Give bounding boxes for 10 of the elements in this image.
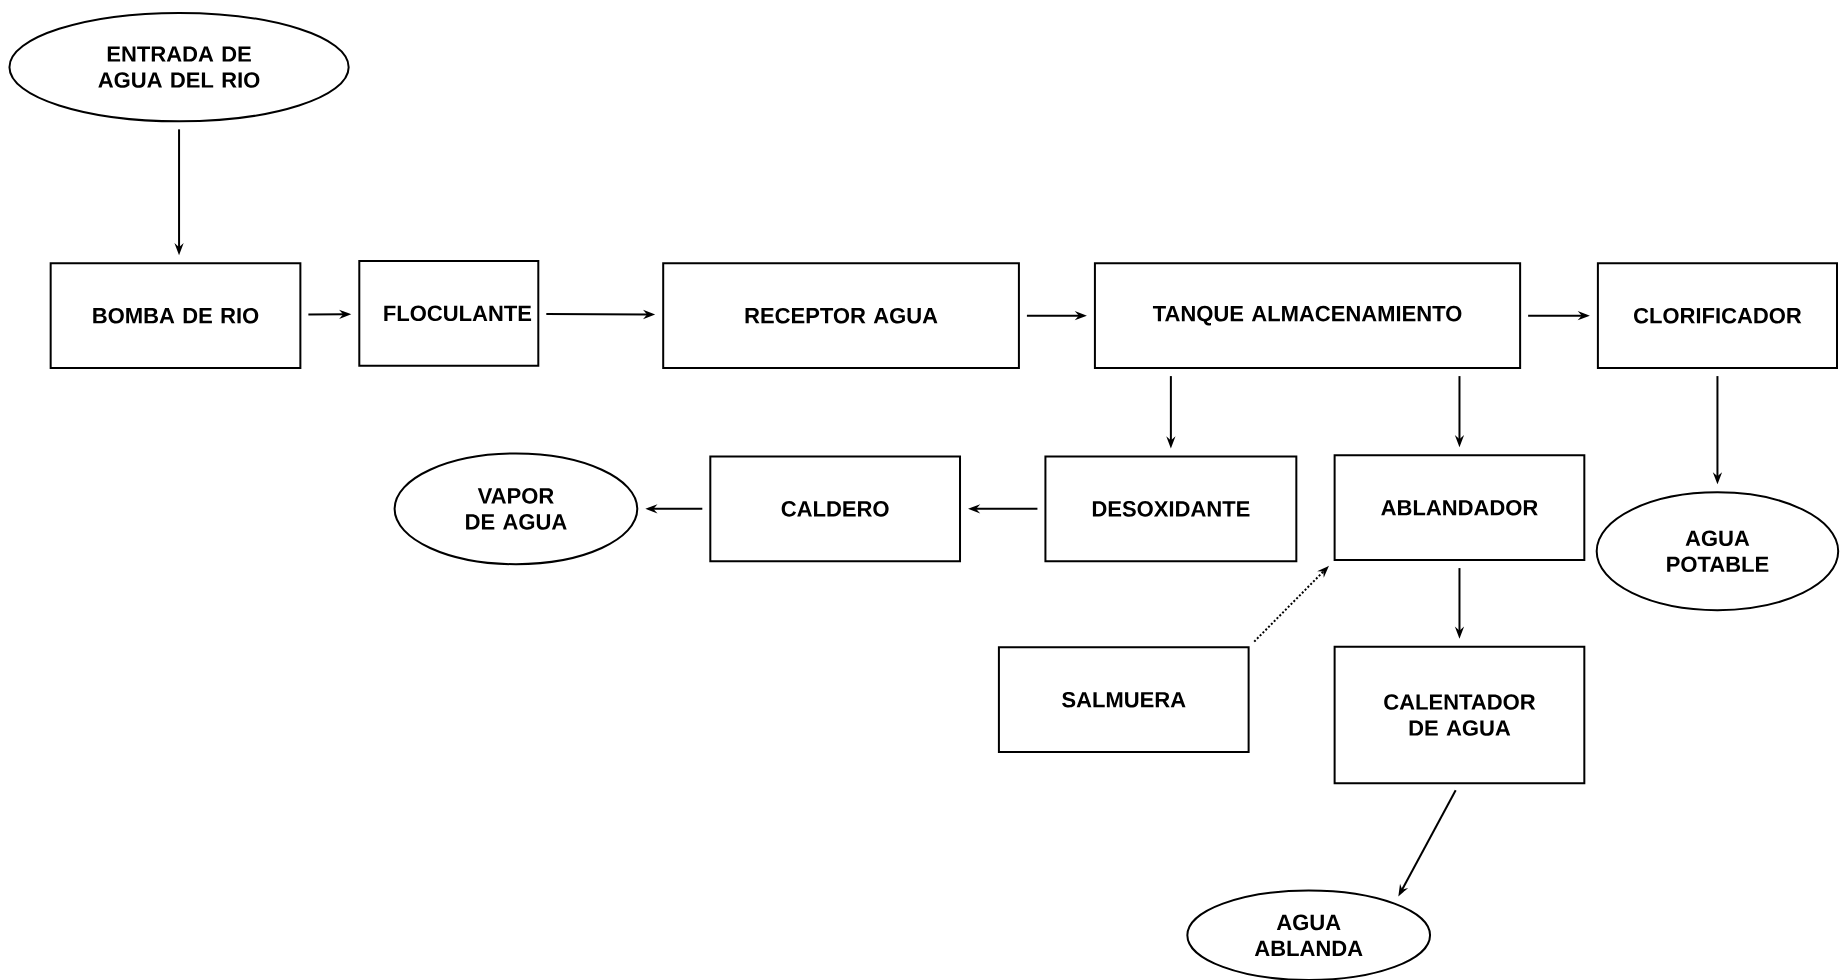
process-box: DESOXIDANTE: [1044, 455, 1298, 563]
process-box: BOMBA DE RIO: [49, 262, 302, 370]
process-box: RECEPTOR AGUA: [662, 262, 1020, 370]
process-box: CALENTADOR DE AGUA: [1333, 645, 1586, 785]
process-box: ABLANDADOR: [1333, 454, 1586, 562]
process-box: SALMUERA: [997, 646, 1250, 754]
process-box: CLORIFICADOR: [1596, 262, 1838, 370]
process-box: TANQUE ALMACENAMIENTO: [1093, 262, 1522, 370]
process-box: FLOCULANTE: [358, 259, 540, 367]
process-box: CALDERO: [709, 455, 961, 563]
